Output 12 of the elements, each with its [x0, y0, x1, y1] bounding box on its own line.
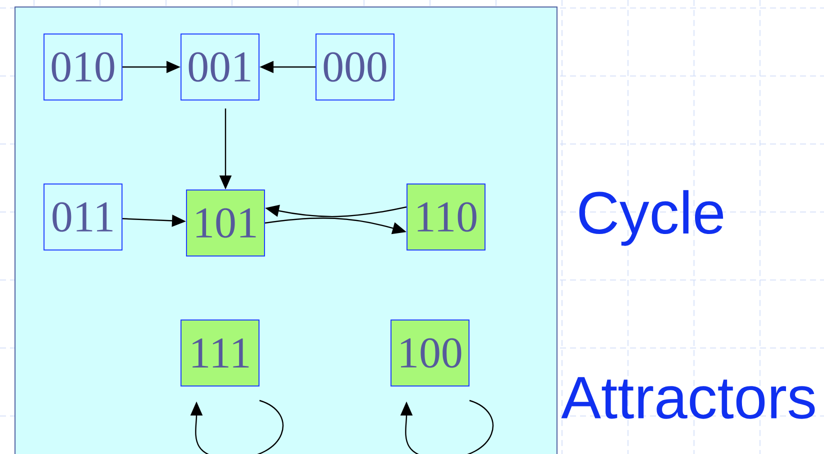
state-box: 000	[316, 34, 394, 100]
state-box: 110	[406, 184, 486, 250]
arrow	[400, 400, 494, 454]
annotation-label: Cycle	[579, 190, 724, 246]
arrow	[190, 400, 284, 454]
state-box: 111	[180, 320, 260, 386]
state-box: 100	[390, 320, 470, 386]
state-box: 010	[44, 34, 122, 100]
annotation-label: Attractors	[561, 377, 815, 419]
state-box: 101	[186, 190, 265, 256]
state-box: 011	[44, 184, 122, 250]
state-box: 001	[180, 34, 260, 100]
